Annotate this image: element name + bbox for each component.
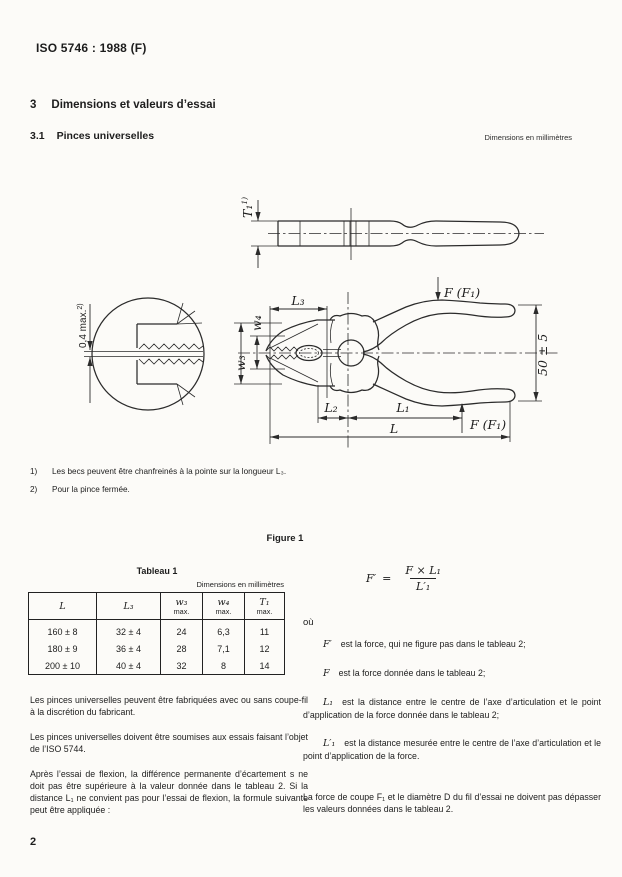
detail-view: 0,4 max.2)	[77, 297, 205, 411]
table-cell: 7,1	[202, 640, 245, 657]
formula-lhs: F′	[366, 572, 377, 585]
table-block: Tableau 1 Dimensions en millimètres L L₃…	[28, 566, 286, 675]
table-cell: 28	[160, 640, 203, 657]
footnote-marker: 1)	[30, 467, 38, 476]
dim-label-gap: 0,4 max.2)	[77, 303, 89, 348]
where-label: où	[303, 617, 314, 628]
definitions-list: F′ est la force, qui ne figure pas dans l…	[303, 638, 601, 778]
page-number: 2	[30, 836, 37, 848]
plier-upper-half	[265, 299, 516, 353]
table-units-note: Dimensions en millimètres	[196, 580, 284, 589]
table-cell: 32 ± 4	[96, 619, 161, 640]
column-header: L₃	[96, 592, 161, 620]
paragraph: Les pinces universelles peuvent être fab…	[30, 695, 308, 717]
dim-label-w3: w₃	[233, 355, 248, 371]
dim-label-w4: w₄	[249, 315, 264, 331]
footnote-text: Les becs peuvent être chanfreinés à la p…	[52, 467, 287, 476]
table-cell: 6,3	[202, 619, 245, 640]
dim-label-t1: T₁1)	[240, 197, 255, 218]
units-note: Dimensions en millimètres	[484, 133, 572, 142]
definition-term: L′₁	[323, 738, 336, 749]
table-cell: 40 ± 4	[96, 657, 161, 675]
definition-term: F	[323, 668, 330, 679]
subsection-number: 3.1	[30, 130, 45, 142]
force-label-top: F (F₁)	[443, 285, 480, 300]
definition-term: F′	[323, 639, 332, 650]
table-cell: 24	[160, 619, 203, 640]
definition-term: L₁	[323, 697, 334, 708]
subsection-heading: 3.1 Pinces universelles	[30, 130, 154, 142]
dim-label-l1: L₁	[395, 400, 409, 415]
figure-caption: Figure 1	[266, 533, 304, 544]
closing-paragraph: La force de coupe F₁ et le diamètre D du…	[303, 792, 601, 814]
footnote-1: 1) Les becs peuvent être chanfreinés à la…	[30, 467, 286, 476]
body-paragraphs: Les pinces universelles peuvent être fab…	[30, 694, 308, 829]
table-cell: 11	[244, 619, 285, 640]
figure-footnotes: 1) Les becs peuvent être chanfreinés à la…	[30, 467, 286, 503]
plan-dimensions: L₃ w₄ w₃ F (F₁) 50 ± 5 L₂	[233, 277, 550, 444]
table-row: 200 ± 10 40 ± 4 32 8 14	[29, 657, 285, 675]
section-heading: 3 Dimensions et valeurs d’essai	[30, 99, 216, 111]
page-header: ISO 5746 : 1988 (F)	[36, 41, 147, 55]
section-title: Dimensions et valeurs d’essai	[51, 99, 216, 111]
table-row: 160 ± 8 32 ± 4 24 6,3 11	[29, 619, 285, 640]
table-cell: 14	[244, 657, 285, 675]
table-cell: 36 ± 4	[96, 640, 161, 657]
table-cell: 180 ± 9	[47, 643, 78, 654]
formula-numerator: F × L₁	[405, 564, 441, 577]
footnote-2: 2) Pour la pince fermée.	[30, 485, 286, 494]
definition-item: F′ est la force, qui ne figure pas dans l…	[303, 638, 601, 651]
section-number: 3	[30, 99, 37, 111]
table-cell: 12	[244, 640, 285, 657]
definition-text: est la distance entre le centre de l’axe…	[303, 697, 601, 720]
table-row: 180 ± 9 36 ± 4 28 7,1 12	[29, 640, 285, 657]
table-cell: 200 ± 10	[45, 660, 80, 671]
definition-text: est la force, qui ne figure pas dans le …	[340, 639, 526, 649]
table-title: Tableau 1	[136, 566, 178, 576]
side-view: T₁1)	[240, 197, 544, 268]
dim-label-l3: L₃	[290, 293, 304, 308]
footnote-text: Pour la pince fermée.	[52, 485, 130, 494]
plier-lower-half	[265, 353, 516, 407]
dim-label-l: L	[389, 421, 398, 436]
formula-equals: =	[382, 572, 392, 585]
figure-1-drawing: T₁1) 0,4 max.2)	[77, 197, 560, 448]
dim-label-l2: L₂	[323, 400, 337, 415]
definition-text: est la distance mesurée entre le centre …	[303, 738, 601, 761]
formula: F′ = F × L₁ L′₁	[366, 564, 447, 593]
dim-label-span: 50 ± 5	[535, 334, 550, 376]
footnote-marker: 2)	[30, 485, 38, 494]
paragraph: Les pinces universelles doivent être sou…	[30, 732, 308, 754]
table-cell: 32	[160, 657, 203, 675]
table-cell: 160 ± 8	[47, 626, 78, 637]
force-label-bottom: F (F₁)	[469, 417, 506, 432]
formula-fraction: F × L₁ L′₁	[399, 564, 447, 593]
paragraph: Après l’essai de flexion, la différence …	[30, 769, 308, 815]
subsection-title: Pinces universelles	[56, 130, 155, 142]
column-header: L	[28, 592, 97, 620]
table-cell: 8	[202, 657, 245, 675]
definition-text: est la force donnée dans le tableau 2;	[338, 668, 486, 678]
formula-denominator: L′₁	[410, 578, 437, 593]
plan-view	[238, 292, 560, 448]
